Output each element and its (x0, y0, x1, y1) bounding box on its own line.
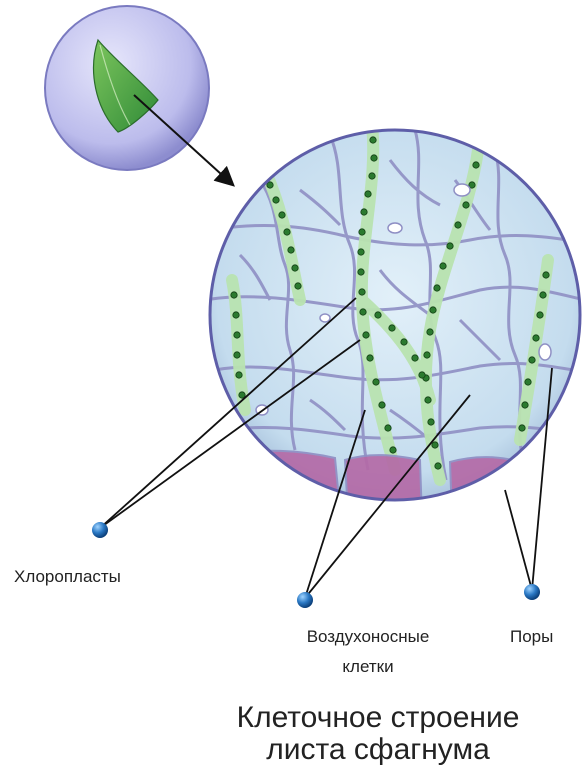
label-chloroplasts: Хлоропласты (14, 562, 121, 592)
label-pores: Поры (510, 622, 553, 652)
label-air-cells: Воздухоносные клетки (258, 622, 478, 682)
caption-line1: Клеточное строение (188, 702, 568, 734)
pointer-pores-icon (524, 584, 540, 600)
label-air-cells-line1: Воздухоносные (258, 622, 478, 652)
pointer-air-cells-icon (297, 592, 313, 608)
pointer-chloroplasts-icon (92, 522, 108, 538)
diagram-caption: Клеточное строение листа сфагнума (188, 702, 568, 766)
cell-structure-circle (205, 125, 583, 523)
caption-line2: листа сфагнума (188, 734, 568, 766)
label-air-cells-line2: клетки (258, 652, 478, 682)
leaf-overview-circle (45, 6, 209, 170)
